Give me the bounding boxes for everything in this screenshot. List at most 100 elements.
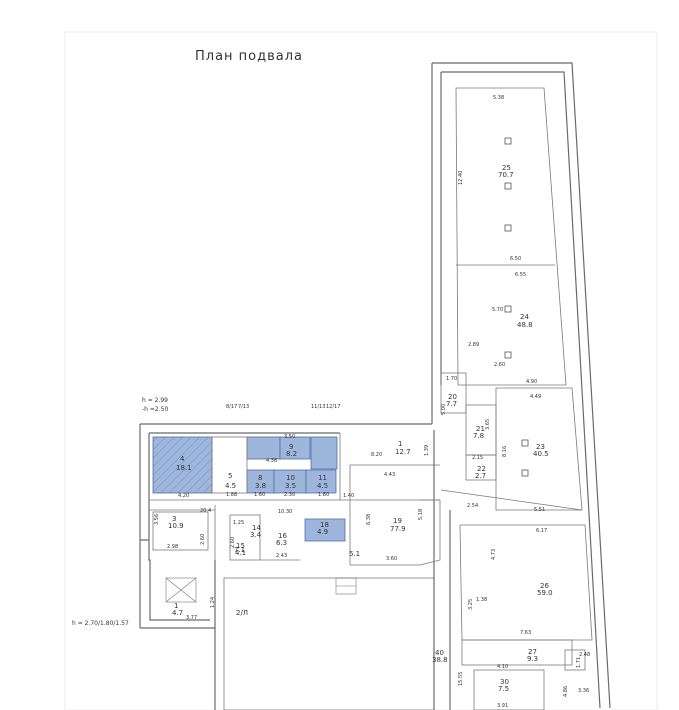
- room-number: 3: [172, 515, 176, 523]
- dimension-label: 2.60: [230, 537, 236, 548]
- room-area: 4.7: [172, 609, 183, 617]
- room-number: 30: [500, 678, 509, 686]
- right-wing-rooms: [455, 87, 567, 386]
- ceiling-mark: 7/13: [238, 404, 249, 410]
- ceiling-mark: 12/17: [326, 404, 340, 410]
- dimension-label: 2.98: [167, 544, 178, 550]
- room-area: 59.0: [537, 589, 553, 597]
- room-area: 18.1: [176, 464, 192, 472]
- room-number: 4: [180, 455, 185, 463]
- room-number: 14: [252, 524, 261, 532]
- dimension-label: 2.48: [579, 652, 590, 658]
- height-main-sub: -h =2.50: [142, 406, 168, 413]
- dimension-label: 1.24: [210, 597, 216, 608]
- middle-right-rooms: [440, 372, 583, 511]
- ceiling-mark: 11/13: [311, 404, 325, 410]
- dimension-label: 6.50: [510, 256, 521, 262]
- dimension-labels: 5.38 12.40 6.50 6.55 5.70 2.89 2.60 4.90…: [154, 95, 590, 709]
- room-area: 4.1: [235, 549, 246, 557]
- dimension-label: 3.77: [186, 615, 197, 621]
- dimension-label: 1.70: [446, 376, 457, 382]
- dimension-label: 2.30: [284, 492, 295, 498]
- dimension-label: 2.54: [467, 503, 478, 509]
- room-area: 3.4: [250, 531, 262, 539]
- dimension-label: 3.25: [468, 599, 474, 610]
- room-number: 1: [398, 440, 402, 448]
- dimension-label: 12.40: [458, 171, 464, 185]
- dimension-label: 1.80: [318, 492, 329, 498]
- dimension-label: 20.4: [200, 508, 211, 514]
- dimension-label: 5.51: [534, 507, 545, 513]
- dimension-label: 1.88: [226, 492, 237, 498]
- room-number: 40: [435, 649, 444, 657]
- dimension-label: 4.86: [563, 686, 569, 697]
- room-area: 3.5: [285, 482, 296, 490]
- room-area: 7.8: [473, 432, 484, 440]
- room-area: 10.9: [168, 522, 184, 530]
- highlighted-rooms: [152, 436, 346, 542]
- room-number: 24: [520, 313, 529, 321]
- outer-walls: [139, 62, 611, 710]
- room-number: 26: [540, 582, 549, 590]
- dimension-label: 3.50: [284, 434, 295, 440]
- dimension-label: 2.60: [200, 534, 206, 545]
- room-area: 77.9: [390, 525, 406, 533]
- room-labels: 25 70.7 24 48.8 23 40.5 26 59.0 20 7.7 2…: [168, 164, 553, 693]
- dimension-label: 1.39: [424, 445, 430, 456]
- dimension-label: 3.65: [485, 419, 491, 430]
- dimension-label: 2.60: [494, 362, 505, 368]
- room-area: 4.9: [317, 528, 328, 536]
- room-area: 6.3: [276, 539, 287, 547]
- paper: [64, 31, 658, 710]
- room-number: 22: [477, 465, 486, 473]
- room-area: 12.7: [395, 448, 411, 456]
- dimension-label: 1.60: [254, 492, 265, 498]
- dimension-label: 4.90: [526, 379, 537, 385]
- room-number: 23: [536, 443, 545, 451]
- room-number: 15: [236, 542, 245, 550]
- height-left: h = 2.70/1.80/1.57: [72, 620, 129, 627]
- room-number: 10: [286, 474, 295, 482]
- dimension-label: 4.36: [266, 458, 277, 464]
- dimension-label: 1.71: [576, 657, 582, 668]
- dimension-label: 6.55: [515, 272, 526, 278]
- stair-label: 2/Л: [236, 609, 248, 617]
- room-area: 70.7: [498, 171, 514, 179]
- height-main: h = 2.99: [142, 397, 168, 404]
- room-area: 7.7: [446, 400, 457, 408]
- lower-right-rooms: [459, 524, 593, 710]
- dimension-label: 2.15: [472, 455, 483, 461]
- dimension-label: 1.40: [343, 493, 354, 499]
- dimension-label: 3.60: [386, 556, 397, 562]
- dimension-label: 2.89: [468, 342, 479, 348]
- dimension-label: 8.20: [371, 452, 382, 458]
- dimension-label: 6.17: [536, 528, 547, 534]
- dimension-label: 3.56: [154, 514, 160, 525]
- dimension-label: 3.91: [497, 703, 508, 709]
- room-area: 38.8: [432, 656, 448, 664]
- stairs: [165, 577, 357, 603]
- ceiling-mark: 8/17: [226, 404, 237, 410]
- dimension-label: 5.70: [492, 307, 503, 313]
- dimension-label: 4.10: [497, 664, 508, 670]
- room-area: 40.5: [533, 450, 549, 458]
- dimension-label: 8.16: [502, 446, 508, 457]
- plan-title: План подвала: [195, 49, 303, 64]
- dimension-label: 1.38: [476, 597, 487, 603]
- dimension-label: 10.30: [278, 509, 292, 515]
- dimension-label: 15.55: [458, 672, 464, 686]
- room-area: 4.5: [317, 482, 328, 490]
- room-area: 8.2: [286, 450, 297, 458]
- dimension-label: 7.63: [520, 630, 531, 636]
- room-number: 5: [228, 472, 232, 480]
- room-area: 3.8: [255, 482, 266, 490]
- dimension-label: 3.36: [578, 688, 589, 694]
- room-number: 8: [258, 474, 262, 482]
- room-number: 20: [448, 393, 457, 401]
- dimension-label: 5.00: [441, 404, 447, 415]
- dimension-label: 1.25: [233, 520, 244, 526]
- room-number: 19: [393, 517, 402, 525]
- room-area: 9.3: [527, 655, 538, 663]
- room-area: 48.8: [517, 321, 533, 329]
